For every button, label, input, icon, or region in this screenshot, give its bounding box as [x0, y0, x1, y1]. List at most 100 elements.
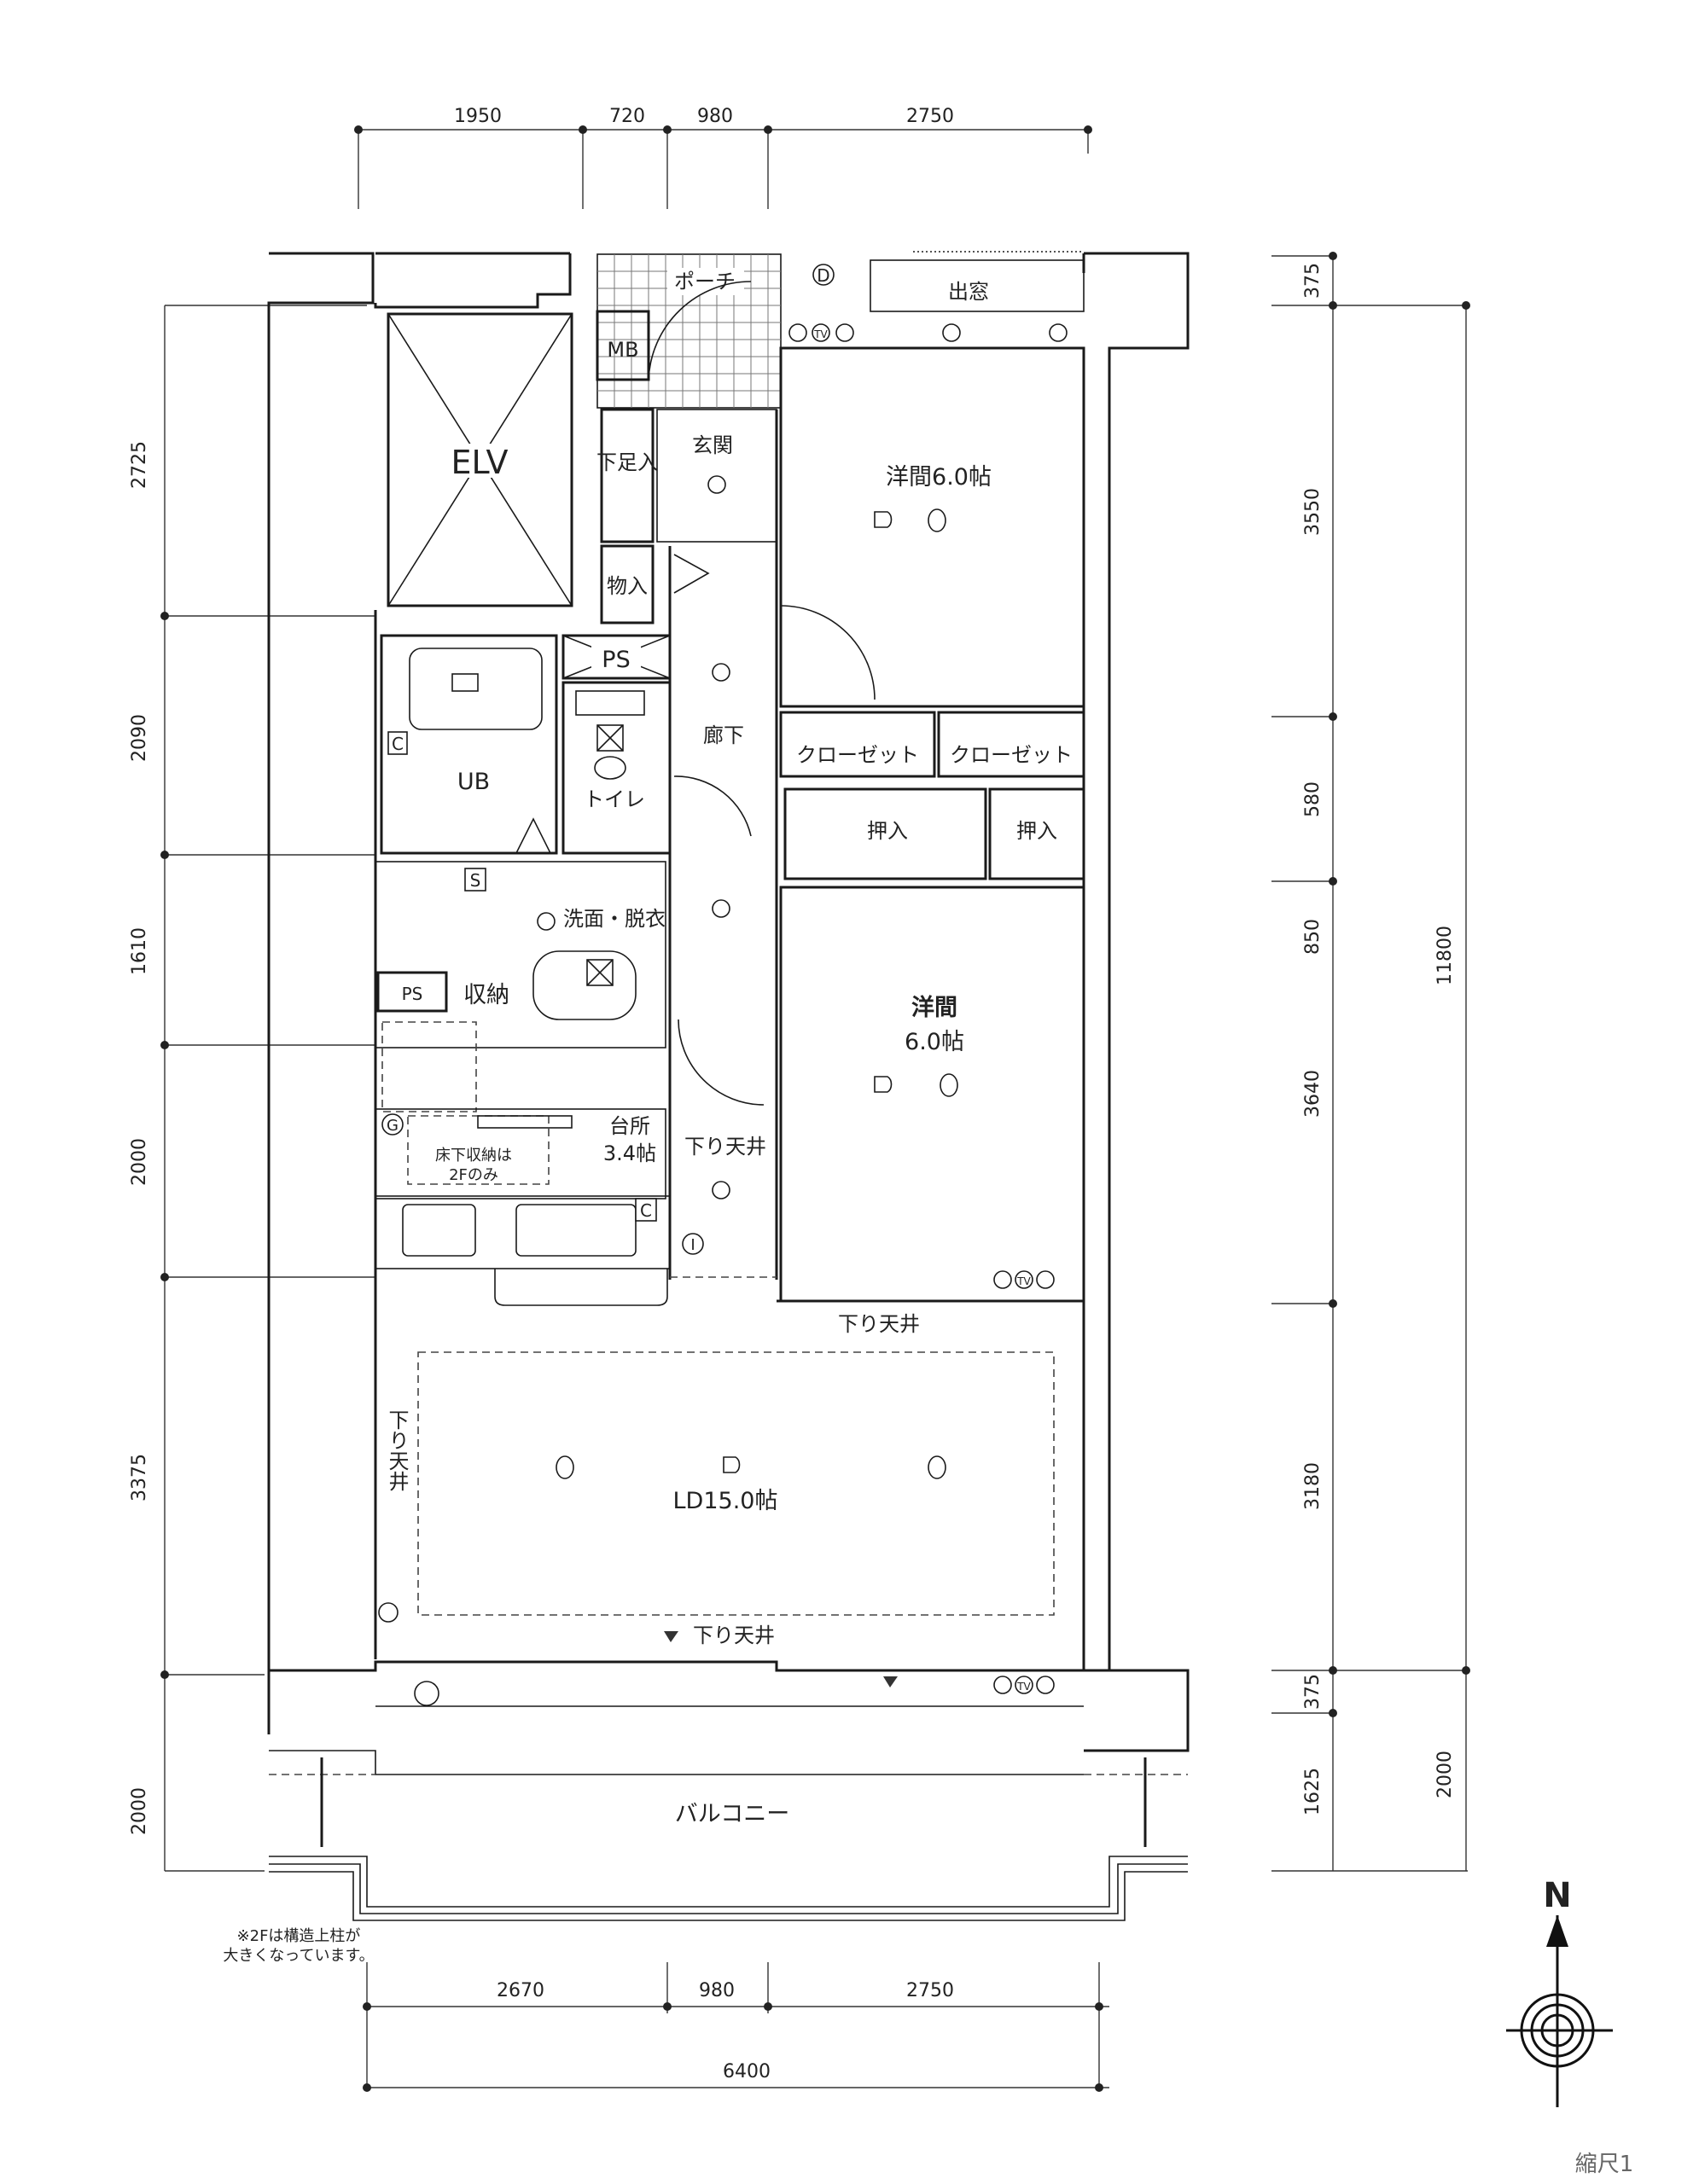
elv-label: ELV	[451, 444, 508, 481]
top-dim-3: 980	[697, 106, 733, 127]
bottom-dimension-chain: 2670 980 2750 6400	[363, 1962, 1109, 2092]
shuno-label: 収納	[463, 982, 509, 1008]
bottom-dim-2: 980	[699, 1980, 735, 2001]
left-dim-4: 2000	[129, 1138, 150, 1186]
oshiire-2-label: 押入	[1016, 819, 1057, 843]
symbol-s: S	[470, 870, 481, 891]
lowered-ceiling-label-3: 下り天井	[693, 1623, 775, 1647]
symbol-s-box	[464, 868, 486, 892]
bay-window: 出窓	[870, 251, 1085, 312]
ceiling-light-icon	[940, 1073, 958, 1097]
toilet-label: トイレ	[584, 787, 645, 811]
lowered-ceiling-left-label: 下り天井	[385, 1409, 409, 1491]
structural-note-line-1: ※2Fは構造上柱が	[237, 1927, 361, 1945]
porch-label: ポーチ	[674, 270, 736, 293]
western-room-2-title: 洋間	[911, 994, 957, 1021]
entrance-label: 玄関	[692, 433, 733, 457]
right-dim-total: 11800	[1434, 926, 1456, 985]
right-dim-6: 3180	[1302, 1462, 1324, 1510]
outer-structure	[267, 252, 1190, 1921]
lowered-ceiling-label-2: 下り天井	[838, 1312, 920, 1336]
compass-north-label: N	[1543, 1876, 1571, 1915]
ceiling-light-icon	[556, 1455, 574, 1479]
ps-lower-label: PS	[402, 984, 423, 1004]
underfloor-note-1: 床下収納は	[435, 1147, 512, 1165]
washroom-label: 洗面・脱衣	[563, 907, 666, 931]
right-dim-3: 580	[1302, 781, 1324, 817]
right-dim-balcony: 2000	[1434, 1751, 1456, 1798]
lowered-ceiling-left-text: 下り天井	[385, 1409, 409, 1491]
structural-note-line-2: 大きくなっています。	[223, 1947, 374, 1965]
symbol-c-kitchen-box	[635, 1198, 657, 1222]
left-dim-2: 2090	[129, 714, 150, 762]
western-room-1-label: 洋間6.0帖	[886, 464, 992, 491]
right-dim-5: 3640	[1302, 1070, 1324, 1118]
entrance-block: 下足入 玄関 物入	[596, 408, 777, 624]
ps-upper-label: PS	[602, 647, 630, 673]
ceiling-light-icon	[537, 912, 556, 931]
left-dim-3: 1610	[129, 927, 150, 975]
gas-symbol	[381, 1113, 404, 1136]
ceiling-light-icon	[928, 508, 946, 532]
symbol-c-box	[387, 731, 408, 755]
ceiling-light-icon	[707, 475, 726, 494]
kitchen: G 台所 3.4帖 床下収納は 2Fのみ C I 下り天井	[375, 1021, 766, 1306]
corridor-light-1	[712, 663, 730, 682]
symbol-i: I	[690, 1236, 695, 1254]
left-dim-6: 2000	[129, 1787, 150, 1835]
closets: クローゼット クローゼット 押入 押入	[779, 711, 1085, 880]
lowered-ceiling-label-1: 下り天井	[684, 1135, 766, 1159]
doorbell-icon	[812, 264, 835, 286]
oshiire-1-label: 押入	[867, 819, 908, 843]
closet-1-label: クローゼット	[796, 743, 919, 767]
corridor-light-2	[712, 899, 730, 918]
right-dim-2: 3550	[1302, 488, 1324, 536]
shoe-storage-label: 下足入	[596, 450, 658, 474]
kitchen-label: 台所	[609, 1114, 650, 1138]
scale-label: 縮尺1	[1575, 2152, 1634, 2177]
symbol-c-kitchen: C	[640, 1200, 652, 1221]
balcony-label: バルコニー	[675, 1801, 789, 1827]
ub-label: UB	[457, 769, 490, 795]
symbol-i-circle	[682, 1233, 704, 1255]
north-compass: N	[1506, 1876, 1613, 2107]
bottom-dim-1: 2670	[497, 1980, 544, 2001]
tv-outlet-label-3: TV	[1016, 1681, 1031, 1693]
kitchen-size-label: 3.4帖	[603, 1141, 656, 1165]
right-dim-1: 375	[1302, 263, 1324, 299]
western-room-2-size: 6.0帖	[905, 1029, 964, 1055]
top-dim-1: 1950	[454, 106, 502, 127]
closet-2-label: クローゼット	[950, 743, 1073, 767]
mb-label: MB	[607, 338, 638, 362]
storage-label: 物入	[607, 574, 648, 598]
symbol-d: D	[817, 265, 829, 286]
bath-ub: C UB	[380, 634, 558, 855]
tv-outlet-label-2: TV	[1016, 1275, 1031, 1287]
elevator: ELV	[387, 312, 573, 607]
corridor: 廊下	[668, 410, 778, 1280]
western-room-1: 洋間6.0帖 TV	[779, 323, 1085, 708]
top-dimension-chain: 1950 720 980 2750	[354, 106, 1092, 209]
top-dim-2: 720	[609, 106, 645, 127]
ld-label: LD15.0帖	[673, 1488, 778, 1514]
shoe-storage-text: 下足入	[596, 450, 658, 474]
top-dim-4: 2750	[906, 106, 954, 127]
washroom: S 洗面・脱衣 PS 収納	[375, 861, 666, 1048]
bottom-dim-total: 6400	[723, 2061, 771, 2082]
western-room-2: 洋間 6.0帖 TV	[779, 886, 1085, 1303]
bay-window-label: 出窓	[948, 280, 989, 304]
right-dim-4: 850	[1302, 919, 1324, 955]
toilet: トイレ	[561, 681, 672, 855]
right-dim-7: 375	[1302, 1674, 1324, 1710]
symbol-c-ub: C	[392, 734, 404, 754]
left-dimension-chain: 2725 2090 1610 2000 3375 2000	[129, 305, 375, 1872]
left-dim-1: 2725	[129, 441, 150, 489]
bottom-dim-3: 2750	[906, 1980, 954, 2001]
ceiling-light-icon	[928, 1455, 946, 1479]
underfloor-note-2: 2Fのみ	[449, 1166, 498, 1184]
ps-upper: PS	[561, 634, 672, 680]
corridor-label: 廊下	[703, 723, 744, 747]
living-dining: 下り天井 下り天井 LD15.0帖 下り天井 TV	[378, 1276, 1084, 1706]
symbol-g: G	[387, 1117, 399, 1135]
